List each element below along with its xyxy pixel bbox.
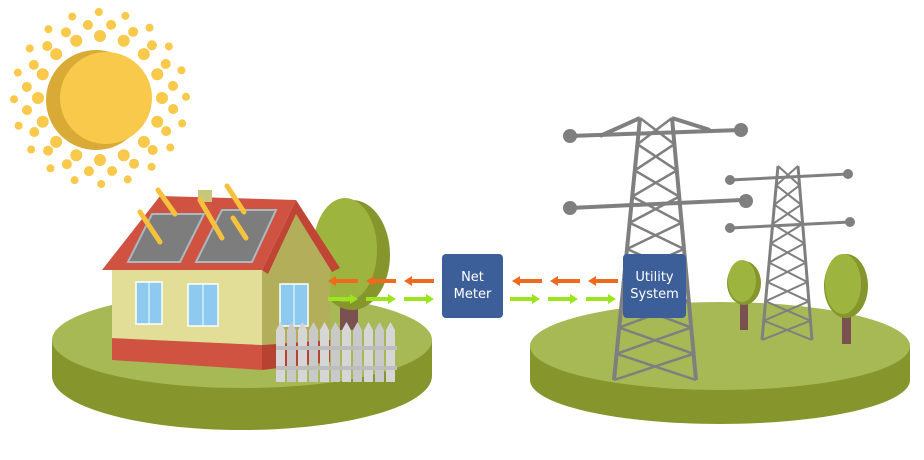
- fence-picket: [287, 322, 296, 382]
- sun-icon: [10, 8, 190, 188]
- net-meter-box: Net Meter: [442, 254, 503, 318]
- utility-system-box: Utility System: [623, 254, 686, 318]
- flow-arrows: [328, 276, 618, 304]
- tree-icon: [824, 254, 868, 344]
- arrow-left-icon: [588, 276, 618, 286]
- transmission-tower-icon: [729, 165, 851, 341]
- arrow-left-icon: [512, 276, 542, 286]
- arrow-left-icon: [550, 276, 580, 286]
- net-meter-label-line1: Net: [461, 270, 484, 285]
- arrow-right-icon: [548, 294, 578, 304]
- utility-label-line2: System: [630, 287, 679, 302]
- fence-picket: [386, 322, 395, 382]
- fence-picket: [342, 322, 351, 382]
- arrow-right-icon: [404, 294, 434, 304]
- arrow-left-icon: [328, 276, 358, 286]
- arrow-left-icon: [366, 276, 396, 286]
- insulator-icons: [563, 123, 855, 233]
- net-meter-label-line2: Meter: [453, 287, 492, 302]
- sunlight-arrows: [137, 183, 249, 245]
- arrow-left-icon: [404, 276, 434, 286]
- utility-ground: [530, 302, 910, 424]
- fence-picket: [353, 322, 362, 382]
- fence-icon: [276, 322, 397, 382]
- fence-picket: [331, 322, 340, 382]
- fence-picket: [320, 322, 329, 382]
- arrow-right-icon: [328, 294, 358, 304]
- arrow-right-icon: [510, 294, 540, 304]
- tree-icon: [727, 260, 761, 330]
- fence-picket: [276, 322, 285, 382]
- fence-picket: [375, 322, 384, 382]
- utility-label-line1: Utility: [635, 270, 674, 285]
- arrow-right-icon: [366, 294, 396, 304]
- fence-picket: [364, 322, 373, 382]
- arrow-right-icon: [586, 294, 616, 304]
- fence-picket: [298, 322, 307, 382]
- fence-picket: [309, 322, 318, 382]
